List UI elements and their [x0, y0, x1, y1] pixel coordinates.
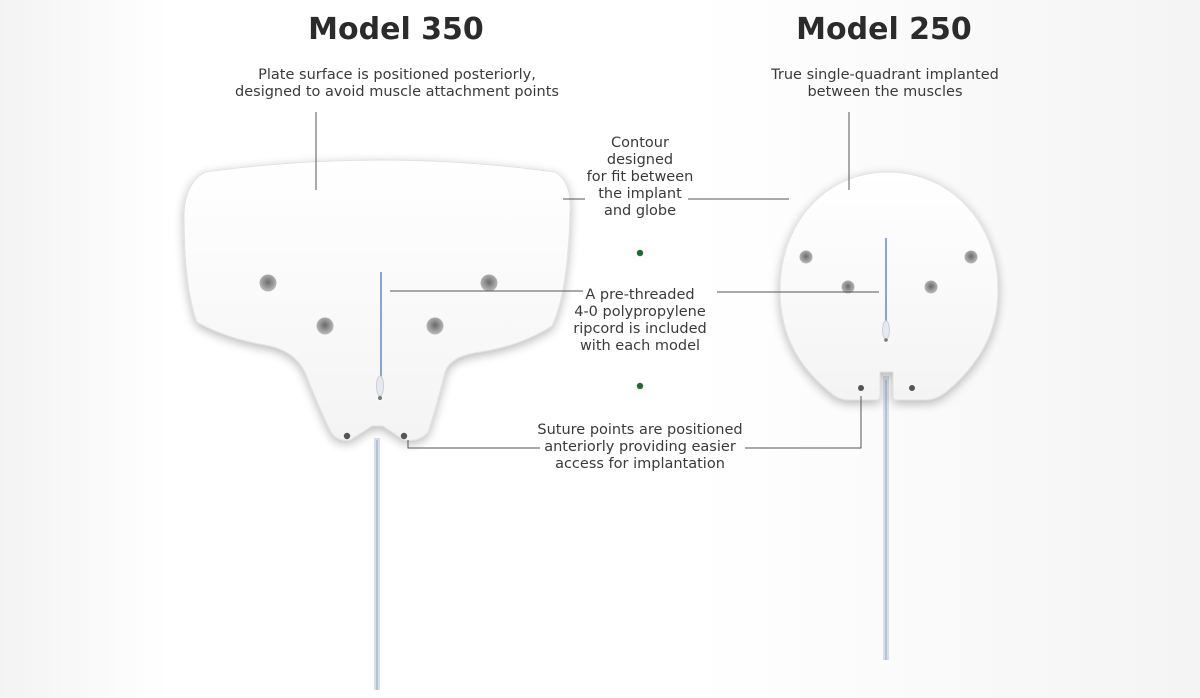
- model-350-description-line: Plate surface is positioned posteriorly,: [258, 67, 536, 83]
- model-250-description-line: between the muscles: [807, 84, 963, 100]
- model-250-stem: [883, 376, 889, 660]
- model-350-hole: [316, 317, 334, 335]
- model-350-description: Plate surface is positioned posteriorly,…: [197, 67, 597, 101]
- contour-callout-line: Contour: [611, 135, 669, 151]
- contour-callout-line: and globe: [603, 203, 677, 219]
- contour-callout: Contour designed for fit between the imp…: [570, 135, 710, 220]
- suture-callout-line: access for implantation: [555, 456, 725, 472]
- ripcord-callout: A pre-threaded 4-0 polypropylene ripcord…: [560, 287, 720, 355]
- model-250-ripcord: [882, 238, 890, 342]
- model-250-description-line: True single-quadrant implanted: [771, 67, 999, 83]
- model-350-plate: [183, 159, 571, 441]
- model-350-description-line: designed to avoid muscle attachment poin…: [235, 84, 559, 100]
- contour-callout-line: the implant: [598, 186, 682, 202]
- ripcord-callout-line: 4-0 polypropylene: [574, 304, 706, 320]
- model-250-description: True single-quadrant implanted between t…: [735, 67, 1035, 101]
- model-350-hole: [480, 274, 498, 292]
- model-250-hole: [964, 250, 978, 264]
- model-250-hole: [799, 250, 813, 264]
- model-250-hole: [924, 280, 938, 294]
- model-350-hole: [259, 274, 277, 292]
- separator-dot: [636, 249, 644, 257]
- ripcord-callout-line: A pre-threaded: [585, 287, 695, 303]
- contour-callout-line: designed: [606, 152, 674, 168]
- separator-dot: [636, 382, 644, 390]
- model-250-suture-point: [858, 385, 864, 391]
- suture-callout-line: anteriorly providing easier: [544, 439, 736, 455]
- model-350-title: Model 350: [308, 12, 484, 47]
- leader-line-suture-right: [745, 396, 862, 449]
- ripcord-callout-line: with each model: [579, 338, 701, 354]
- model-350-stem: [374, 438, 380, 690]
- model-350-suture-point: [400, 432, 408, 440]
- ripcord-callout-line: ripcord is included: [573, 321, 707, 337]
- model-250-hole: [841, 280, 855, 294]
- model-250-plate: [779, 171, 999, 401]
- model-350-hole: [426, 317, 444, 335]
- model-250-title: Model 250: [796, 12, 972, 47]
- model-350-ripcord: [376, 272, 384, 400]
- model-250-suture-point: [909, 385, 915, 391]
- model-350-suture-point: [343, 432, 351, 440]
- leader-line-suture-left: [407, 440, 540, 449]
- contour-callout-line: for fit between: [586, 169, 694, 185]
- suture-callout: Suture points are positioned anteriorly …: [530, 422, 750, 473]
- suture-callout-line: Suture points are positioned: [537, 422, 743, 438]
